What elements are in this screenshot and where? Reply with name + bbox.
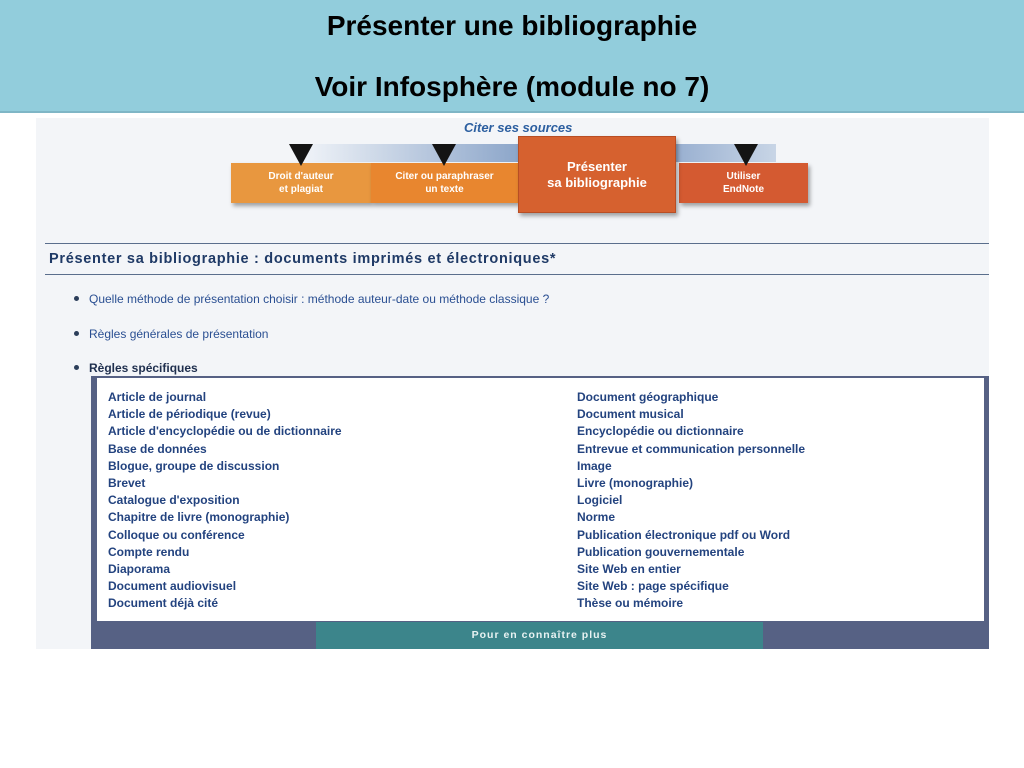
- rule-link[interactable]: Publication gouvernementale: [577, 544, 745, 559]
- bullet-icon: [74, 296, 79, 302]
- rule-link[interactable]: Blogue, groupe de discussion: [108, 458, 280, 473]
- chevron-down-icon: [289, 144, 313, 166]
- rule-link[interactable]: Norme: [577, 510, 616, 525]
- nav-caption: Citer ses sources: [464, 120, 573, 135]
- rule-link[interactable]: Colloque ou conférence: [108, 527, 245, 542]
- rule-link[interactable]: Document audiovisuel: [108, 579, 237, 594]
- rule-link[interactable]: Document musical: [577, 407, 684, 422]
- rule-link[interactable]: Diaporama: [108, 562, 171, 577]
- slide-subtitle: Voir Infosphère (module no 7): [314, 71, 710, 102]
- rule-link[interactable]: Site Web en entier: [577, 562, 681, 577]
- link-method-choice[interactable]: Quelle méthode de présentation choisir :…: [74, 292, 549, 306]
- bullet-icon: [74, 331, 79, 337]
- rule-link[interactable]: Image: [577, 458, 612, 473]
- rule-link[interactable]: Base de données: [108, 441, 207, 456]
- rule-link[interactable]: Document déjà cité: [108, 596, 219, 611]
- rule-link[interactable]: Publication électronique pdf ou Word: [577, 527, 791, 542]
- specific-rules-label: Règles spécifiques: [74, 361, 198, 375]
- rule-link[interactable]: Document géographique: [577, 390, 719, 404]
- learn-more-button[interactable]: Pour en connaître plus: [316, 622, 763, 649]
- rule-link[interactable]: Article de périodique (revue): [108, 407, 271, 422]
- slide-title: Présenter une bibliographie: [326, 10, 698, 41]
- rule-link[interactable]: Catalogue d'exposition: [108, 493, 240, 508]
- rule-link[interactable]: Logiciel: [577, 493, 623, 508]
- section-heading: Présenter sa bibliographie : documents i…: [49, 251, 557, 267]
- specific-rules-panel: Article de journal Article de périodique…: [91, 376, 989, 649]
- link-general-rules[interactable]: Règles générales de présentation: [74, 327, 268, 341]
- rule-link[interactable]: Article d'encyclopédie ou de dictionnair…: [108, 424, 342, 439]
- rule-link[interactable]: Chapitre de livre (monographie): [108, 510, 290, 525]
- chevron-down-icon: [432, 144, 456, 166]
- rule-link[interactable]: Compte rendu: [108, 544, 190, 559]
- rule-link[interactable]: Entrevue et communication personnelle: [577, 441, 806, 456]
- rule-link[interactable]: Livre (monographie): [577, 476, 694, 491]
- slide-header: Présenter une bibliographie Voir Infosph…: [0, 0, 1024, 113]
- divider: [45, 243, 989, 244]
- rule-link[interactable]: Article de journal: [108, 390, 207, 404]
- bullet-icon: [74, 365, 79, 371]
- rule-link[interactable]: Site Web : page spécifique: [577, 579, 729, 594]
- chevron-down-icon: [734, 144, 758, 166]
- rules-column-left: Article de journal Article de périodique…: [108, 389, 342, 613]
- rule-link[interactable]: Thèse ou mémoire: [577, 596, 684, 611]
- rules-list-area: Article de journal Article de périodique…: [97, 378, 984, 621]
- rule-link[interactable]: Encyclopédie ou dictionnaire: [577, 424, 744, 439]
- divider: [45, 274, 989, 275]
- rule-link[interactable]: Brevet: [108, 476, 146, 491]
- rules-column-right: Document géographique Document musical E…: [577, 389, 805, 613]
